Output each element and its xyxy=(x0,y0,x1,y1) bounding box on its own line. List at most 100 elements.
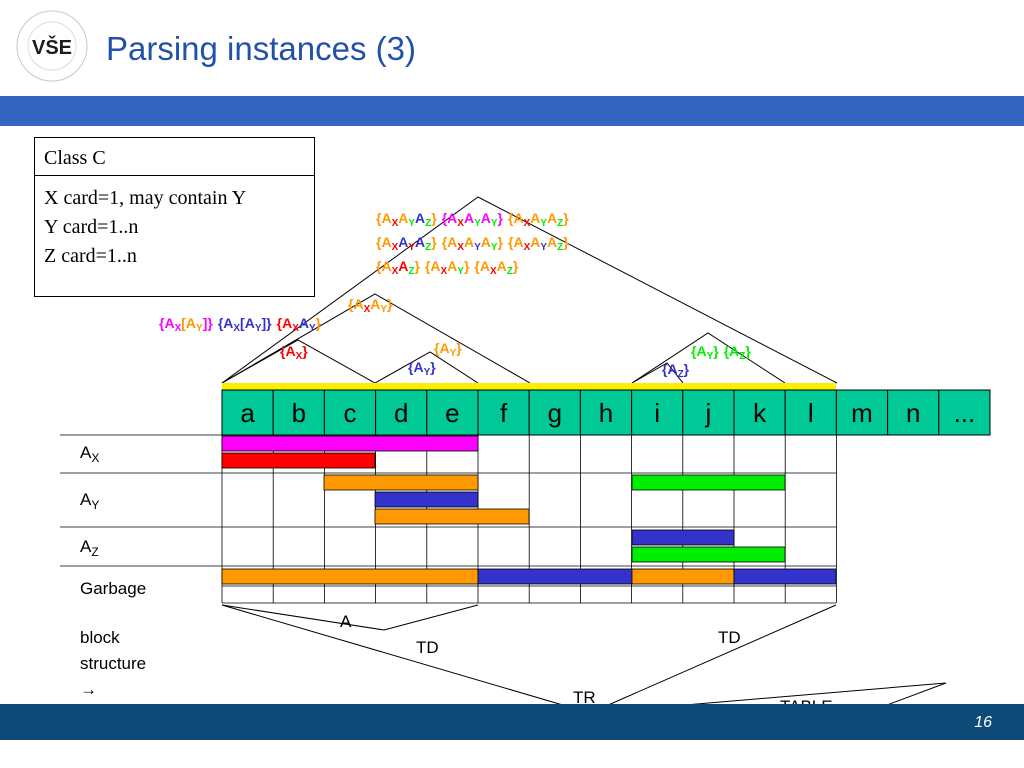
garbage-bar-blue-2 xyxy=(733,568,837,585)
annotation-subscript: Y xyxy=(540,218,548,229)
garbage-bar-blue-1 xyxy=(477,568,633,585)
ax-bar-red xyxy=(221,452,376,469)
page-number: 16 xyxy=(974,714,992,731)
annotation-text: {A xyxy=(376,234,392,250)
annotation-subscript: X xyxy=(363,304,371,315)
annotation-text: {A xyxy=(217,315,234,331)
block-label-arrow: → xyxy=(80,680,97,699)
annotation-text: [A xyxy=(181,315,197,331)
class-box-header: Class C xyxy=(35,138,314,176)
annotation-text: A xyxy=(547,210,558,226)
annotation-text: } xyxy=(745,343,751,359)
annotation-text: {A xyxy=(662,361,678,377)
block-a-label: A xyxy=(340,612,352,631)
annotation-subscript: X xyxy=(292,323,299,334)
annotation-text: } xyxy=(512,258,519,274)
annotation-text: A xyxy=(530,234,541,250)
annotation-text: } xyxy=(563,234,569,250)
ay-bar-orange-1 xyxy=(323,474,479,491)
token-cell xyxy=(682,389,735,436)
class-line-z: Z card=1..n xyxy=(44,245,137,267)
annotation-text: {A xyxy=(441,234,458,250)
token-cell xyxy=(835,389,889,436)
annotation-subscript: Y xyxy=(380,304,388,315)
annotation-subscript: Y xyxy=(706,351,714,362)
annotation-text: {A xyxy=(474,258,490,274)
footer-band xyxy=(0,704,1024,740)
annotation-subscript: Y xyxy=(474,218,481,229)
annotation-text: A xyxy=(415,234,426,250)
annotation-subscript: Y xyxy=(474,242,481,253)
garbage-bar-orange-2 xyxy=(631,568,735,585)
annotation-subscript: Y xyxy=(449,348,457,359)
token-label: e xyxy=(445,398,459,428)
annotation-subscript: Z xyxy=(739,351,746,362)
ay-bar-orange-2 xyxy=(374,508,530,525)
annotation-text: ]} xyxy=(261,315,272,331)
annotation-text: ]} xyxy=(202,315,213,331)
vse-logo: VŠE xyxy=(16,10,88,82)
ay-bar-blue xyxy=(374,491,479,508)
annotation-text: } xyxy=(563,210,569,226)
token-label: g xyxy=(548,398,562,428)
annotation-subscript: Z xyxy=(677,369,684,380)
annotation-text: } xyxy=(713,343,719,359)
token-label: a xyxy=(240,398,255,428)
block-structure-label: block structure → xyxy=(80,625,146,703)
annotation-text: {A xyxy=(441,210,458,226)
annotation-subscript: Y xyxy=(408,218,416,229)
annotation-text: {A xyxy=(508,210,524,226)
annotation-text: A xyxy=(496,258,507,274)
annotation-az-node: {AZ} xyxy=(662,360,689,380)
annotation-text: } xyxy=(414,258,420,274)
parse-bars xyxy=(221,435,837,585)
token-cell xyxy=(579,389,633,436)
token-cell xyxy=(733,389,786,436)
block-label-line2: structure xyxy=(80,654,147,673)
annotation-text: } xyxy=(430,359,436,375)
annotation-text: A xyxy=(370,296,381,312)
token-label: b xyxy=(292,398,306,428)
row-label-ax-main: A xyxy=(80,443,92,462)
token-label: j xyxy=(705,398,712,428)
annotation-text: A xyxy=(530,210,541,226)
class-box: Class C X card=1, may contain Y Y card=1… xyxy=(34,137,315,297)
annotation-text: {A xyxy=(424,258,441,274)
token-cell xyxy=(375,389,428,436)
token-cell xyxy=(323,389,377,436)
annotation-subscript: X xyxy=(391,242,399,253)
row-label-az: AZ xyxy=(80,537,99,558)
annotation-subscript: Y xyxy=(308,323,316,334)
annotation-root-line3: {AXAZ}{AXAY}{AXAZ} xyxy=(376,257,519,277)
annotation-subscript: Y xyxy=(540,242,548,253)
block-td2-label: TD xyxy=(718,628,741,647)
annotation-subscript: Y xyxy=(457,266,464,277)
row-label-ay-main: A xyxy=(80,490,92,509)
annotation-text: } xyxy=(431,210,437,226)
annotation-text: } xyxy=(497,234,503,250)
token-cell xyxy=(477,389,530,436)
annotation-text: [A xyxy=(240,315,255,331)
header-band xyxy=(0,96,1024,126)
annotation-text: A xyxy=(547,234,558,250)
annotation-subscript: X xyxy=(233,323,241,334)
annotation-text: A xyxy=(463,234,475,250)
annotation-right-green: {AY}{AZ} xyxy=(691,342,751,362)
annotation-subscript: Y xyxy=(490,218,498,229)
token-label: m xyxy=(851,398,873,428)
annotation-root-line1: {AXAYAZ}{AXAYAY}{AXAYAZ} xyxy=(376,209,569,229)
annotation-subscript: X xyxy=(295,351,303,362)
annotation-left-parent: {AXAY} xyxy=(348,295,392,315)
annotation-text: {A xyxy=(280,343,296,359)
token-label: d xyxy=(394,398,408,428)
annotation-text: {A xyxy=(691,343,707,359)
logo-text: VŠE xyxy=(32,35,72,59)
annotation-text: A xyxy=(415,210,426,226)
annotation-text: {A xyxy=(348,296,364,312)
annotation-subscript: Y xyxy=(490,242,498,253)
class-box-body: X card=1, may contain Y Y card=1..n Z ca… xyxy=(35,176,314,271)
row-label-ay: AY xyxy=(80,490,99,511)
annotation-text: A xyxy=(298,315,309,331)
